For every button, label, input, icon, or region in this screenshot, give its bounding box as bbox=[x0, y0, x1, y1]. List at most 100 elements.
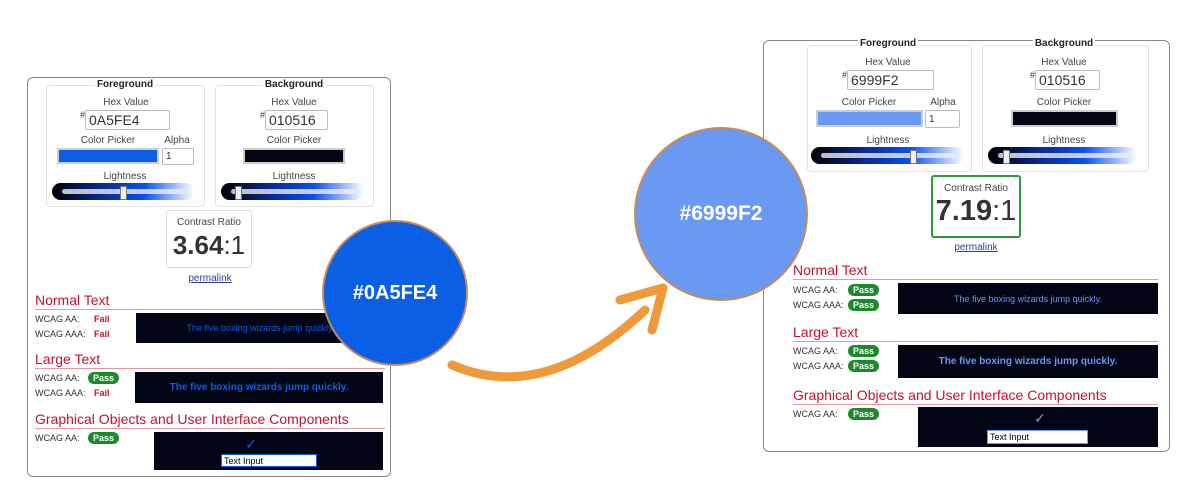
arrow-head bbox=[615, 283, 668, 335]
alpha-label: Alpha bbox=[164, 135, 190, 146]
bg-lightness-slider[interactable] bbox=[988, 147, 1137, 164]
check-icon: ✓ bbox=[245, 436, 257, 452]
sample-text-input[interactable]: Text Input bbox=[987, 430, 1088, 444]
arrow-curve bbox=[447, 305, 650, 382]
after-color-label: #6999F2 bbox=[679, 202, 763, 225]
wcag-aa-label: WCAG AA: bbox=[35, 373, 80, 383]
permalink[interactable]: permalink bbox=[954, 242, 998, 253]
hash-label: # bbox=[80, 110, 86, 120]
color-picker-label: Color Picker bbox=[1036, 97, 1092, 108]
wcag-aaa-label: WCAG AAA: bbox=[35, 388, 86, 398]
fg-color-picker[interactable] bbox=[816, 110, 923, 127]
lightness-label: Lightness bbox=[866, 135, 910, 146]
slider-thumb[interactable] bbox=[235, 185, 242, 200]
hex-label: Hex Value bbox=[271, 97, 317, 108]
check-icon: ✓ bbox=[1034, 410, 1046, 426]
permalink[interactable]: permalink bbox=[188, 273, 232, 284]
ratio-suffix: :1 bbox=[223, 230, 246, 260]
lightness-label: Lightness bbox=[272, 171, 316, 182]
wcag-aa-label: WCAG AA: bbox=[793, 346, 838, 356]
graphical-heading: Graphical Objects and User Interface Com… bbox=[35, 411, 349, 427]
large-text-sample: The five boxing wizards jump quickly. bbox=[135, 372, 383, 403]
large-aa-result: Pass bbox=[88, 372, 120, 384]
alpha-input[interactable]: 1 bbox=[162, 148, 194, 165]
wcag-aa-label: WCAG AA: bbox=[793, 409, 838, 419]
hex-label: Hex Value bbox=[865, 57, 911, 68]
hash-label: # bbox=[842, 70, 848, 80]
sample-text-input[interactable]: Text Input bbox=[221, 454, 317, 467]
hash-label: # bbox=[260, 110, 266, 120]
after-color-circle: #6999F2 bbox=[634, 127, 808, 301]
divider bbox=[793, 341, 1158, 342]
contrast-checker-after bbox=[763, 40, 1170, 452]
bg-color-picker[interactable] bbox=[243, 148, 345, 164]
graphical-aa-result: Pass bbox=[848, 408, 880, 420]
wcag-aaa-label: WCAG AAA: bbox=[35, 329, 86, 339]
large-text-sample: The five boxing wizards jump quickly. bbox=[898, 345, 1158, 378]
wcag-aa-label: WCAG AA: bbox=[35, 314, 80, 324]
graphical-heading: Graphical Objects and User Interface Com… bbox=[793, 387, 1107, 403]
slider-thumb[interactable] bbox=[120, 185, 127, 200]
normal-aaa-result: Fail bbox=[94, 329, 110, 339]
large-aaa-result: Fail bbox=[94, 388, 110, 398]
wcag-aa-label: WCAG AA: bbox=[793, 285, 838, 295]
sample-text: The five boxing wizards jump quickly. bbox=[954, 293, 1102, 304]
bg-color-picker[interactable] bbox=[1011, 110, 1118, 127]
wcag-aaa-label: WCAG AAA: bbox=[793, 300, 844, 310]
alpha-label: Alpha bbox=[930, 97, 956, 108]
hex-label: Hex Value bbox=[103, 97, 149, 108]
ratio-suffix: :1 bbox=[992, 195, 1017, 227]
contrast-ratio-value: 7.19 bbox=[935, 195, 993, 227]
normal-aa-result: Fail bbox=[94, 314, 110, 324]
bg-lightness-slider[interactable] bbox=[221, 183, 364, 200]
divider bbox=[35, 309, 385, 310]
graphical-aa-result: Pass bbox=[88, 432, 120, 444]
color-picker-label: Color Picker bbox=[841, 97, 897, 108]
color-picker-label: Color Picker bbox=[266, 135, 322, 146]
large-aaa-result: Pass bbox=[848, 360, 880, 372]
normal-text-heading: Normal Text bbox=[793, 262, 868, 278]
background-legend: Background bbox=[1032, 38, 1096, 49]
before-color-label: #0A5FE4 bbox=[352, 281, 438, 304]
sample-text: The five boxing wizards jump quickly. bbox=[169, 382, 349, 393]
sample-text: The five boxing wizards jump quickly. bbox=[186, 323, 335, 333]
hash-label: # bbox=[1030, 70, 1036, 80]
alpha-input[interactable]: 1 bbox=[925, 110, 960, 128]
fg-lightness-slider[interactable] bbox=[52, 183, 194, 200]
background-legend: Background bbox=[262, 79, 326, 90]
large-text-heading: Large Text bbox=[35, 351, 101, 367]
bg-hex-input[interactable]: 010516 bbox=[1035, 70, 1100, 90]
foreground-legend: Foreground bbox=[94, 79, 156, 90]
contrast-ratio-value: 3.64 bbox=[172, 230, 224, 260]
large-aa-result: Pass bbox=[848, 345, 880, 357]
bg-hex-input[interactable]: 010516 bbox=[265, 110, 328, 130]
divider bbox=[793, 404, 1158, 405]
contrast-ratio-box: Contrast Ratio 3.64:1 bbox=[166, 210, 252, 268]
fg-color-picker[interactable] bbox=[57, 148, 159, 164]
color-picker-label: Color Picker bbox=[80, 135, 136, 146]
fg-hex-input[interactable]: 6999F2 bbox=[847, 70, 934, 90]
contrast-ratio-label: Contrast Ratio bbox=[944, 183, 1008, 194]
fg-lightness-slider[interactable] bbox=[811, 147, 964, 164]
divider bbox=[35, 368, 385, 369]
lightness-label: Lightness bbox=[103, 171, 147, 182]
contrast-ratio-label: Contrast Ratio bbox=[177, 217, 241, 228]
normal-text-sample: The five boxing wizards jump quickly. bbox=[898, 283, 1158, 314]
hex-label: Hex Value bbox=[1041, 57, 1087, 68]
large-text-heading: Large Text bbox=[793, 324, 859, 340]
contrast-ratio-box: Contrast Ratio 7.19:1 bbox=[931, 175, 1021, 238]
before-color-circle: #0A5FE4 bbox=[322, 220, 468, 366]
fg-hex-input[interactable]: 0A5FE4 bbox=[85, 110, 170, 130]
divider bbox=[793, 279, 1158, 280]
slider-thumb[interactable] bbox=[1003, 149, 1010, 164]
slider-thumb[interactable] bbox=[910, 149, 917, 164]
divider bbox=[35, 428, 385, 429]
foreground-legend: Foreground bbox=[857, 38, 919, 49]
wcag-aaa-label: WCAG AAA: bbox=[793, 361, 844, 371]
normal-text-heading: Normal Text bbox=[35, 292, 110, 308]
sample-text: The five boxing wizards jump quickly. bbox=[938, 356, 1118, 367]
wcag-aa-label: WCAG AA: bbox=[35, 433, 80, 443]
normal-aa-result: Pass bbox=[848, 284, 880, 296]
lightness-label: Lightness bbox=[1042, 135, 1086, 146]
